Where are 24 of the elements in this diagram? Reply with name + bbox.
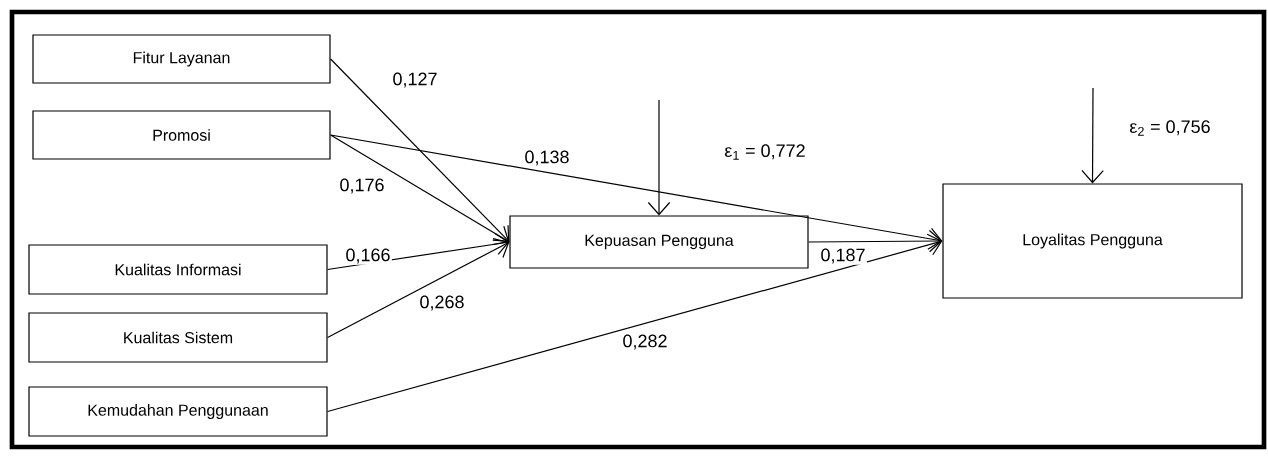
arrow: [647, 99, 671, 216]
arrow: [808, 229, 943, 253]
variable-box: Loyalitas Pengguna: [942, 183, 1243, 299]
edge-label: ε$_{1}$ = 0,772: [723, 142, 807, 162]
arrow: [1081, 87, 1104, 184]
arrow: [330, 134, 943, 250]
edge-label: 0,166: [344, 247, 392, 265]
variable-box: Promosi: [32, 110, 331, 160]
edge-label: 0,187: [819, 247, 867, 265]
variable-box: Fitur Layanan: [32, 34, 331, 84]
variable-box: Kepuasan Pengguna: [509, 215, 809, 269]
edge-label: ε$_{2}$ = 0,756: [1128, 118, 1212, 138]
edge-label: 0,138: [523, 149, 571, 167]
arrow: [327, 237, 510, 339]
edge-label: 0,282: [621, 333, 669, 351]
edge-label: 0,268: [418, 294, 466, 312]
arrow: [327, 233, 943, 413]
variable-box: Kemudahan Penggunaan: [28, 386, 328, 437]
variable-box: Kualitas Sistem: [28, 312, 328, 363]
edge-label: 0,176: [338, 177, 386, 195]
arrow: [330, 134, 510, 246]
edge-label: 0,127: [391, 71, 439, 89]
variable-box: Kualitas Informasi: [28, 244, 328, 295]
arrow: [330, 58, 510, 242]
